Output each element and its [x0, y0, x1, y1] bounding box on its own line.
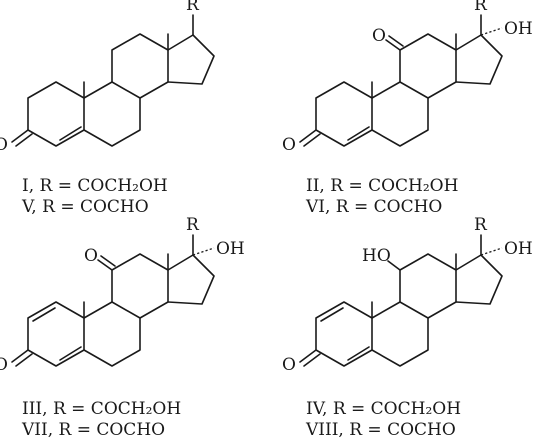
- structure-2-c11-oxygen: O: [372, 26, 386, 46]
- structure-2-keto-oxygen: O: [282, 135, 296, 155]
- structure-4-c11-hydroxyl: HO: [362, 246, 391, 266]
- structure-4-skeleton: [299, 234, 503, 367]
- structure-3-r-group: R: [186, 215, 200, 235]
- structure-3-hydroxyl: OH: [216, 239, 245, 259]
- caption-structure-2-line-2: VI, R = COCHO: [305, 197, 442, 217]
- structure-4-keto-oxygen: O: [282, 355, 296, 375]
- structure-2-hydroxyl: OH: [504, 19, 533, 39]
- structure-1-keto-oxygen: O: [0, 135, 8, 155]
- structure-3-keto-oxygen: O: [0, 355, 8, 375]
- structure-1-r-group: R: [186, 0, 200, 15]
- caption-structure-1-line-1: I, R = COCH₂OH: [22, 176, 168, 196]
- structure-2-skeleton: [299, 14, 503, 147]
- caption-structure-2-line-1: II, R = COCH₂OH: [306, 176, 458, 196]
- caption-structure-1-line-2: V, R = COCHO: [21, 197, 149, 217]
- structure-4: O HO R OH: [282, 215, 533, 375]
- structure-4-hydroxyl: OH: [504, 239, 533, 259]
- structure-2-hydroxyl-bond: [480, 27, 503, 36]
- structure-1: O R: [0, 0, 215, 155]
- structure-1-skeleton: [11, 14, 215, 147]
- structure-3-skeleton: [11, 234, 215, 367]
- structure-3: O O R OH: [0, 215, 245, 375]
- structure-4-r-group: R: [474, 215, 488, 235]
- caption-structure-4-line-2: VIII, R = COCHO: [305, 420, 456, 440]
- caption-structure-4-line-1: IV, R = COCH₂OH: [306, 399, 461, 419]
- structure-3-c11-oxygen: O: [84, 246, 98, 266]
- structure-2-r-group: R: [474, 0, 488, 15]
- structure-3-hydroxyl-bond: [192, 247, 215, 256]
- caption-structure-3-line-1: III, R = COCH₂OH: [22, 399, 181, 419]
- structure-2: O O R OH: [282, 0, 533, 155]
- structure-4-hydroxyl-bond: [480, 247, 503, 256]
- caption-structure-3-line-2: VII, R = COCHO: [21, 420, 165, 440]
